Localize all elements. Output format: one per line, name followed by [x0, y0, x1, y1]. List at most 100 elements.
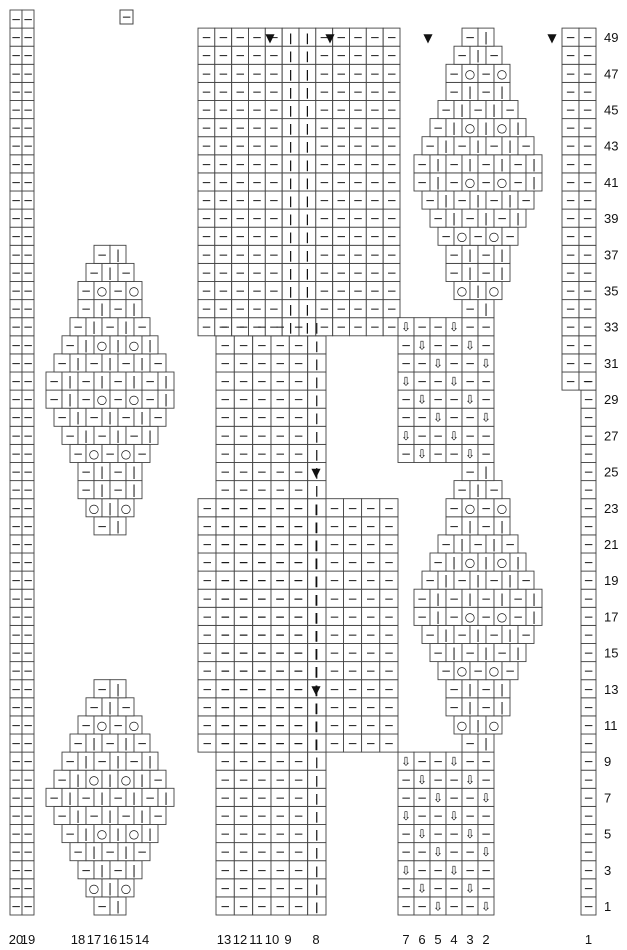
- stitch-number: 12: [233, 932, 247, 947]
- diamond-symbol: −: [457, 194, 467, 208]
- central-symbol: −: [275, 646, 285, 660]
- diamond-symbol: −: [433, 646, 443, 660]
- purl-symbol: −: [565, 375, 575, 389]
- diamond-symbol: −: [73, 447, 83, 461]
- row-number: 9: [604, 754, 611, 769]
- central-symbol: −: [293, 899, 303, 913]
- grid-stitches-7-2-middle: [398, 318, 494, 463]
- central-symbol: −: [235, 212, 245, 226]
- purl-symbol: −: [583, 899, 593, 913]
- lower-right-symbol: −: [433, 863, 443, 877]
- central-symbol: −: [257, 809, 267, 823]
- diamond-symbol: −: [153, 773, 163, 787]
- middle-right-symbol: −: [433, 447, 443, 461]
- purl-symbol: −: [23, 67, 33, 81]
- row-number: 5: [604, 827, 611, 842]
- central-symbol: −: [220, 773, 230, 787]
- purl-symbol: −: [11, 356, 21, 370]
- middle-right-symbol: −: [465, 429, 475, 443]
- central-symbol: −: [347, 574, 357, 588]
- central-symbol: −: [329, 646, 339, 660]
- purl-symbol: −: [582, 320, 592, 334]
- central-symbol: −: [384, 718, 394, 732]
- middle-right-symbol: −: [481, 393, 491, 407]
- diamond-symbol: −: [457, 49, 467, 63]
- central-symbol: −: [293, 718, 303, 732]
- diamond-symbol: |: [500, 519, 504, 533]
- diamond-symbol: −: [465, 646, 475, 660]
- diamond-symbol: |: [84, 755, 88, 769]
- central-symbol: |: [305, 86, 309, 99]
- central-symbol: −: [202, 501, 212, 515]
- central-symbol: −: [293, 556, 303, 570]
- diamond-symbol: |: [532, 592, 536, 606]
- diamond-right-upper: [414, 28, 542, 318]
- diamond-symbol: |: [124, 737, 128, 751]
- purl-symbol: −: [23, 737, 33, 751]
- central-symbol: −: [235, 266, 245, 280]
- purl-symbol: −: [565, 356, 575, 370]
- purl-symbol: −: [583, 737, 593, 751]
- middle-right-symbol: −: [417, 320, 427, 334]
- diamond-symbol: −: [481, 175, 491, 189]
- central-symbol: −: [238, 519, 248, 533]
- central-symbol: −: [366, 718, 376, 732]
- central-symbol: −: [238, 809, 248, 823]
- diamond-symbol: ○: [89, 773, 99, 787]
- central-symbol: −: [275, 791, 285, 805]
- central-symbol: −: [366, 556, 376, 570]
- central-symbol: −: [220, 899, 230, 913]
- central-symbol: |: [315, 412, 319, 425]
- diamond-symbol: |: [516, 556, 520, 570]
- diamond-symbol: ○: [457, 664, 467, 678]
- central-symbol: −: [387, 320, 397, 334]
- row-number: 21: [604, 537, 618, 552]
- purl-symbol: −: [583, 483, 593, 497]
- central-symbol: −: [384, 501, 394, 515]
- central-symbol: −: [218, 212, 228, 226]
- central-symbol: −: [353, 230, 363, 244]
- purl-symbol: −: [11, 284, 21, 298]
- purl-symbol: −: [582, 67, 592, 81]
- central-symbol: −: [366, 519, 376, 533]
- central-symbol: −: [238, 628, 248, 642]
- diamond-symbol: ○: [465, 556, 475, 570]
- diamond-symbol: |: [132, 791, 136, 805]
- diamond-symbol: |: [108, 411, 112, 425]
- lower-right-symbol: −: [401, 827, 411, 841]
- central-symbol: −: [370, 230, 380, 244]
- diamond-symbol: |: [452, 556, 456, 570]
- diamond-symbol: −: [489, 628, 499, 642]
- diamond-symbol: −: [441, 103, 451, 117]
- diamond-symbol: |: [476, 284, 480, 298]
- diamond-symbol: −: [449, 157, 459, 171]
- central-symbol: |: [289, 140, 293, 153]
- middle-right-symbol: −: [401, 447, 411, 461]
- diamond-symbol: |: [500, 682, 504, 696]
- purl-symbol: −: [23, 537, 33, 551]
- central-symbol: −: [384, 610, 394, 624]
- central-symbol: −: [370, 248, 380, 262]
- central-symbol: −: [336, 230, 346, 244]
- central-symbol: |: [305, 176, 309, 189]
- diamond-symbol: −: [425, 628, 435, 642]
- central-symbol: −: [387, 31, 397, 45]
- central-symbol: −: [275, 827, 285, 841]
- central-symbol: −: [293, 574, 303, 588]
- diamond-symbol: −: [113, 791, 123, 805]
- diamond-symbol: |: [100, 483, 104, 497]
- purl-symbol: −: [583, 537, 593, 551]
- central-symbol: −: [235, 67, 245, 81]
- diamond-symbol: |: [468, 700, 472, 714]
- diamond-symbol: −: [473, 664, 483, 678]
- purl-symbol: −: [565, 121, 575, 135]
- diamond-symbol: −: [521, 139, 531, 153]
- purl-symbol: −: [583, 411, 593, 425]
- diamond-symbol: −: [489, 483, 499, 497]
- central-symbol: −: [353, 121, 363, 135]
- lower-right-symbol: −: [449, 845, 459, 859]
- central-symbol: −: [220, 700, 230, 714]
- diamond-symbol: |: [508, 628, 512, 642]
- purl-symbol: −: [582, 31, 592, 45]
- stitch-number: 5: [434, 932, 441, 947]
